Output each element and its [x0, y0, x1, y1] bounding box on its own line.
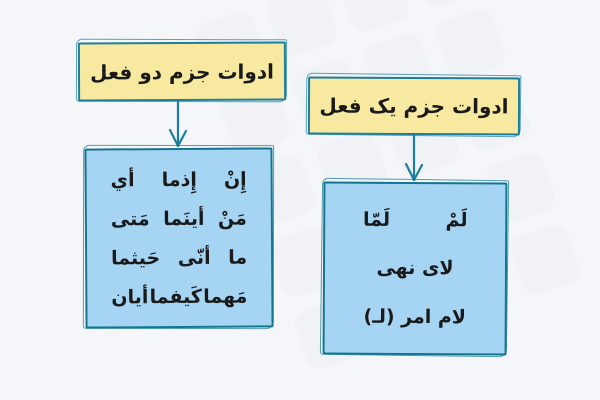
particle: مَتى: [110, 207, 150, 230]
particle-row: لَمْ لَمّا: [325, 209, 505, 232]
particle-row: لای نهی: [325, 257, 505, 280]
particle: كَيفما: [149, 285, 203, 308]
particle: ما: [228, 246, 248, 269]
header-label-two-verb: ادوات جزم دو فعل: [90, 59, 274, 84]
watermark-square: [432, 5, 509, 83]
header-box-one-verb-jussive: ادوات جزم یک فعل: [307, 76, 521, 136]
down-arrow-left-icon: [168, 99, 188, 148]
particles-box-two-verb: إِنْ إِذما أي مَنْ أينَما مَتى ما أنّى ح…: [84, 147, 274, 329]
particle-row: ما أنّى حَيثما: [87, 246, 271, 269]
particles-box-one-verb: لَمْ لَمّا لای نهی لام امر (لـ): [322, 181, 508, 356]
particle-row: إِنْ إِذما أي: [87, 168, 271, 191]
particle: لَمْ: [445, 209, 468, 232]
particle-row: مَهما كَيفما أيان: [87, 285, 271, 308]
particle-row: مَنْ أينَما مَتى: [87, 207, 271, 230]
particle: إِذما: [161, 168, 197, 191]
particle: مَنْ: [217, 207, 247, 230]
particle-row: لام امر (لـ): [325, 305, 505, 329]
particle: أينَما: [163, 207, 205, 230]
watermark-square: [407, 0, 485, 11]
particle: إِنْ: [223, 168, 247, 191]
watermark-square: [336, 0, 413, 36]
particle: لَمّا: [362, 208, 391, 232]
particle: حَيثما: [111, 246, 161, 269]
watermark-square: [506, 221, 584, 298]
header-label-one-verb: ادوات جزم یک فعل: [319, 93, 509, 119]
particle: مَهما: [203, 285, 248, 308]
particle: أيان: [111, 285, 149, 308]
particle: لام امر (لـ): [363, 305, 467, 329]
down-arrow-right-icon: [404, 133, 424, 182]
particle: أي: [110, 168, 135, 191]
header-box-two-verb-jussive: ادوات جزم دو فعل: [77, 41, 287, 102]
particle: لای نهی: [376, 257, 454, 280]
particle: أنّى: [177, 246, 211, 269]
